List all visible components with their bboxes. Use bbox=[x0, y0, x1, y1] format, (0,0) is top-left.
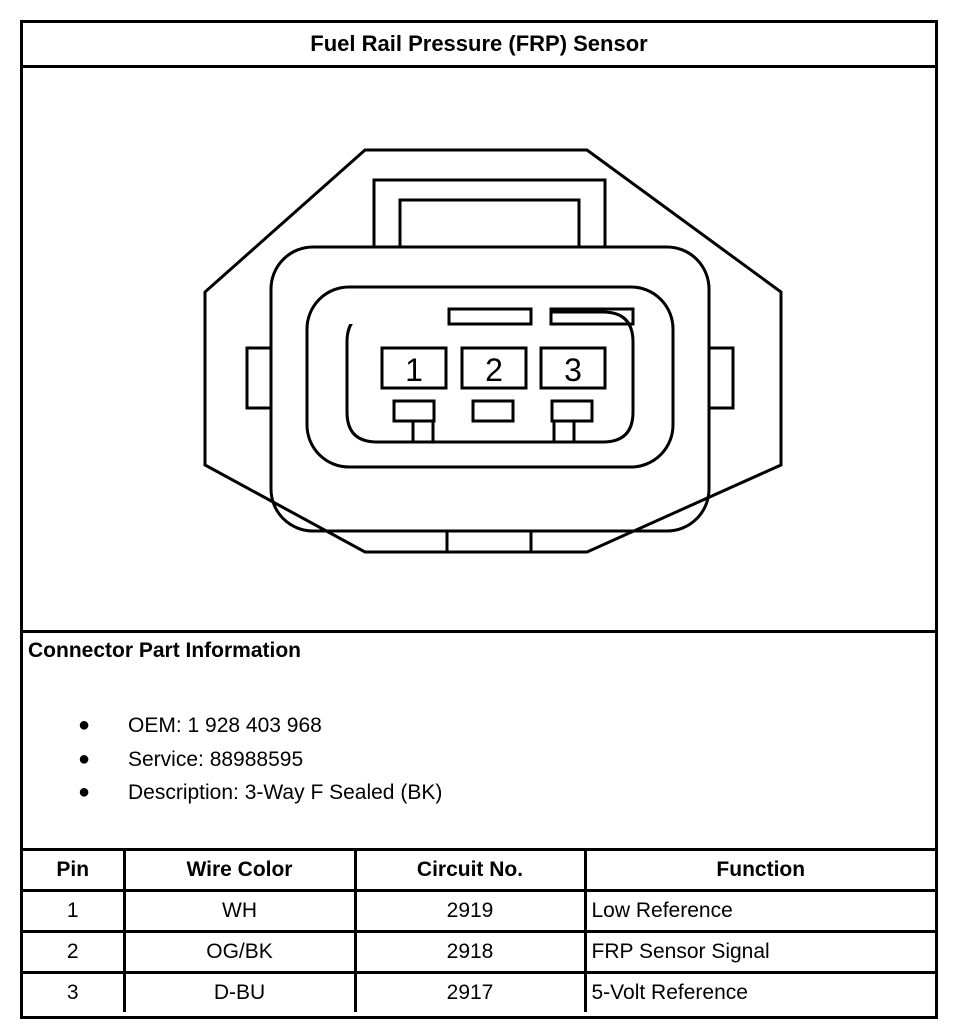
connector-latch-inner bbox=[398, 198, 581, 247]
pin-1-label: 1 bbox=[405, 352, 423, 388]
pin-2-label-box bbox=[460, 346, 528, 390]
bullet-icon: ● bbox=[78, 714, 91, 736]
column-header-pin: Pin bbox=[23, 851, 126, 892]
connector-part-info: Connector Part Information ● OEM: 1 928 4… bbox=[23, 633, 935, 851]
connector-sheet: Fuel Rail Pressure (FRP) Sensor bbox=[20, 20, 938, 1019]
cell-pin: 2 bbox=[23, 930, 126, 974]
connector-right-tab bbox=[707, 346, 735, 410]
cell-circuit-no: 2917 bbox=[353, 971, 587, 1012]
page-title: Fuel Rail Pressure (FRP) Sensor bbox=[23, 23, 935, 68]
connector-left-tab bbox=[245, 346, 273, 410]
table-row: 1 WH 2919 Low Reference bbox=[23, 889, 935, 933]
bullet-icon: ● bbox=[78, 747, 91, 770]
connector-info-oem-text: OEM: 1 928 403 968 bbox=[128, 714, 322, 737]
pin-1-label-box bbox=[380, 346, 448, 390]
connector-drawing: 1 2 3 bbox=[203, 148, 783, 554]
table-row: 3 D-BU 2917 5-Volt Reference bbox=[23, 971, 935, 1012]
connector-key-slot bbox=[447, 307, 533, 326]
pin-2-label: 2 bbox=[485, 352, 503, 388]
cell-function: FRP Sensor Signal bbox=[583, 930, 935, 974]
terminal-cavity bbox=[550, 399, 594, 423]
cell-circuit-no: 2918 bbox=[353, 930, 587, 974]
connector-bottom-tab bbox=[445, 531, 533, 552]
connector-body bbox=[269, 245, 711, 533]
pin-3-label: 3 bbox=[564, 352, 582, 388]
connector-info-service-text: Service: 88988595 bbox=[128, 747, 304, 771]
cell-wire-color: WH bbox=[122, 889, 357, 933]
cell-function: 5-Volt Reference bbox=[583, 971, 935, 1012]
terminal-cavity bbox=[392, 399, 436, 423]
bullet-icon: ● bbox=[78, 781, 91, 803]
connector-info-description: ● Description: 3-Way F Sealed (BK) bbox=[23, 776, 442, 810]
cell-circuit-no: 2919 bbox=[353, 889, 587, 933]
cell-wire-color: D-BU bbox=[122, 971, 357, 1012]
cell-function: Low Reference bbox=[583, 889, 935, 933]
table-header-row: Pin Wire Color Circuit No. Function bbox=[23, 851, 935, 892]
connector-housing-outline bbox=[203, 148, 783, 554]
connector-key-slot bbox=[549, 307, 635, 326]
connector-key-slot bbox=[347, 309, 431, 324]
cell-pin: 1 bbox=[23, 889, 126, 933]
column-header-wire-color: Wire Color bbox=[122, 851, 357, 892]
connector-latch bbox=[372, 178, 607, 247]
pinout-table: Pin Wire Color Circuit No. Function 1 WH… bbox=[23, 851, 935, 1012]
column-header-circuit-no: Circuit No. bbox=[353, 851, 587, 892]
column-header-function: Function bbox=[583, 851, 935, 892]
connector-shroud-outer bbox=[305, 285, 675, 469]
connector-info-oem: ● OEM: 1 928 403 968 bbox=[23, 709, 442, 743]
connector-info-service: ● Service: 88988595 bbox=[23, 743, 442, 777]
connector-shroud-inner bbox=[345, 310, 635, 444]
terminal-stem bbox=[552, 419, 576, 444]
connector-info-heading: Connector Part Information bbox=[28, 639, 302, 662]
connector-info-list: ● OEM: 1 928 403 968 ● Service: 88988595 ●… bbox=[23, 709, 442, 810]
table-row: 2 OG/BK 2918 FRP Sensor Signal bbox=[23, 930, 935, 974]
connector-info-description-text: Description: 3-Way F Sealed (BK) bbox=[128, 781, 443, 804]
pin-3-label-box bbox=[539, 346, 607, 390]
connector-diagram: 1 2 3 bbox=[23, 68, 935, 633]
cell-pin: 3 bbox=[23, 971, 126, 1012]
terminal-cavity bbox=[471, 399, 515, 423]
cell-wire-color: OG/BK bbox=[122, 930, 357, 974]
terminal-stem bbox=[411, 419, 435, 444]
